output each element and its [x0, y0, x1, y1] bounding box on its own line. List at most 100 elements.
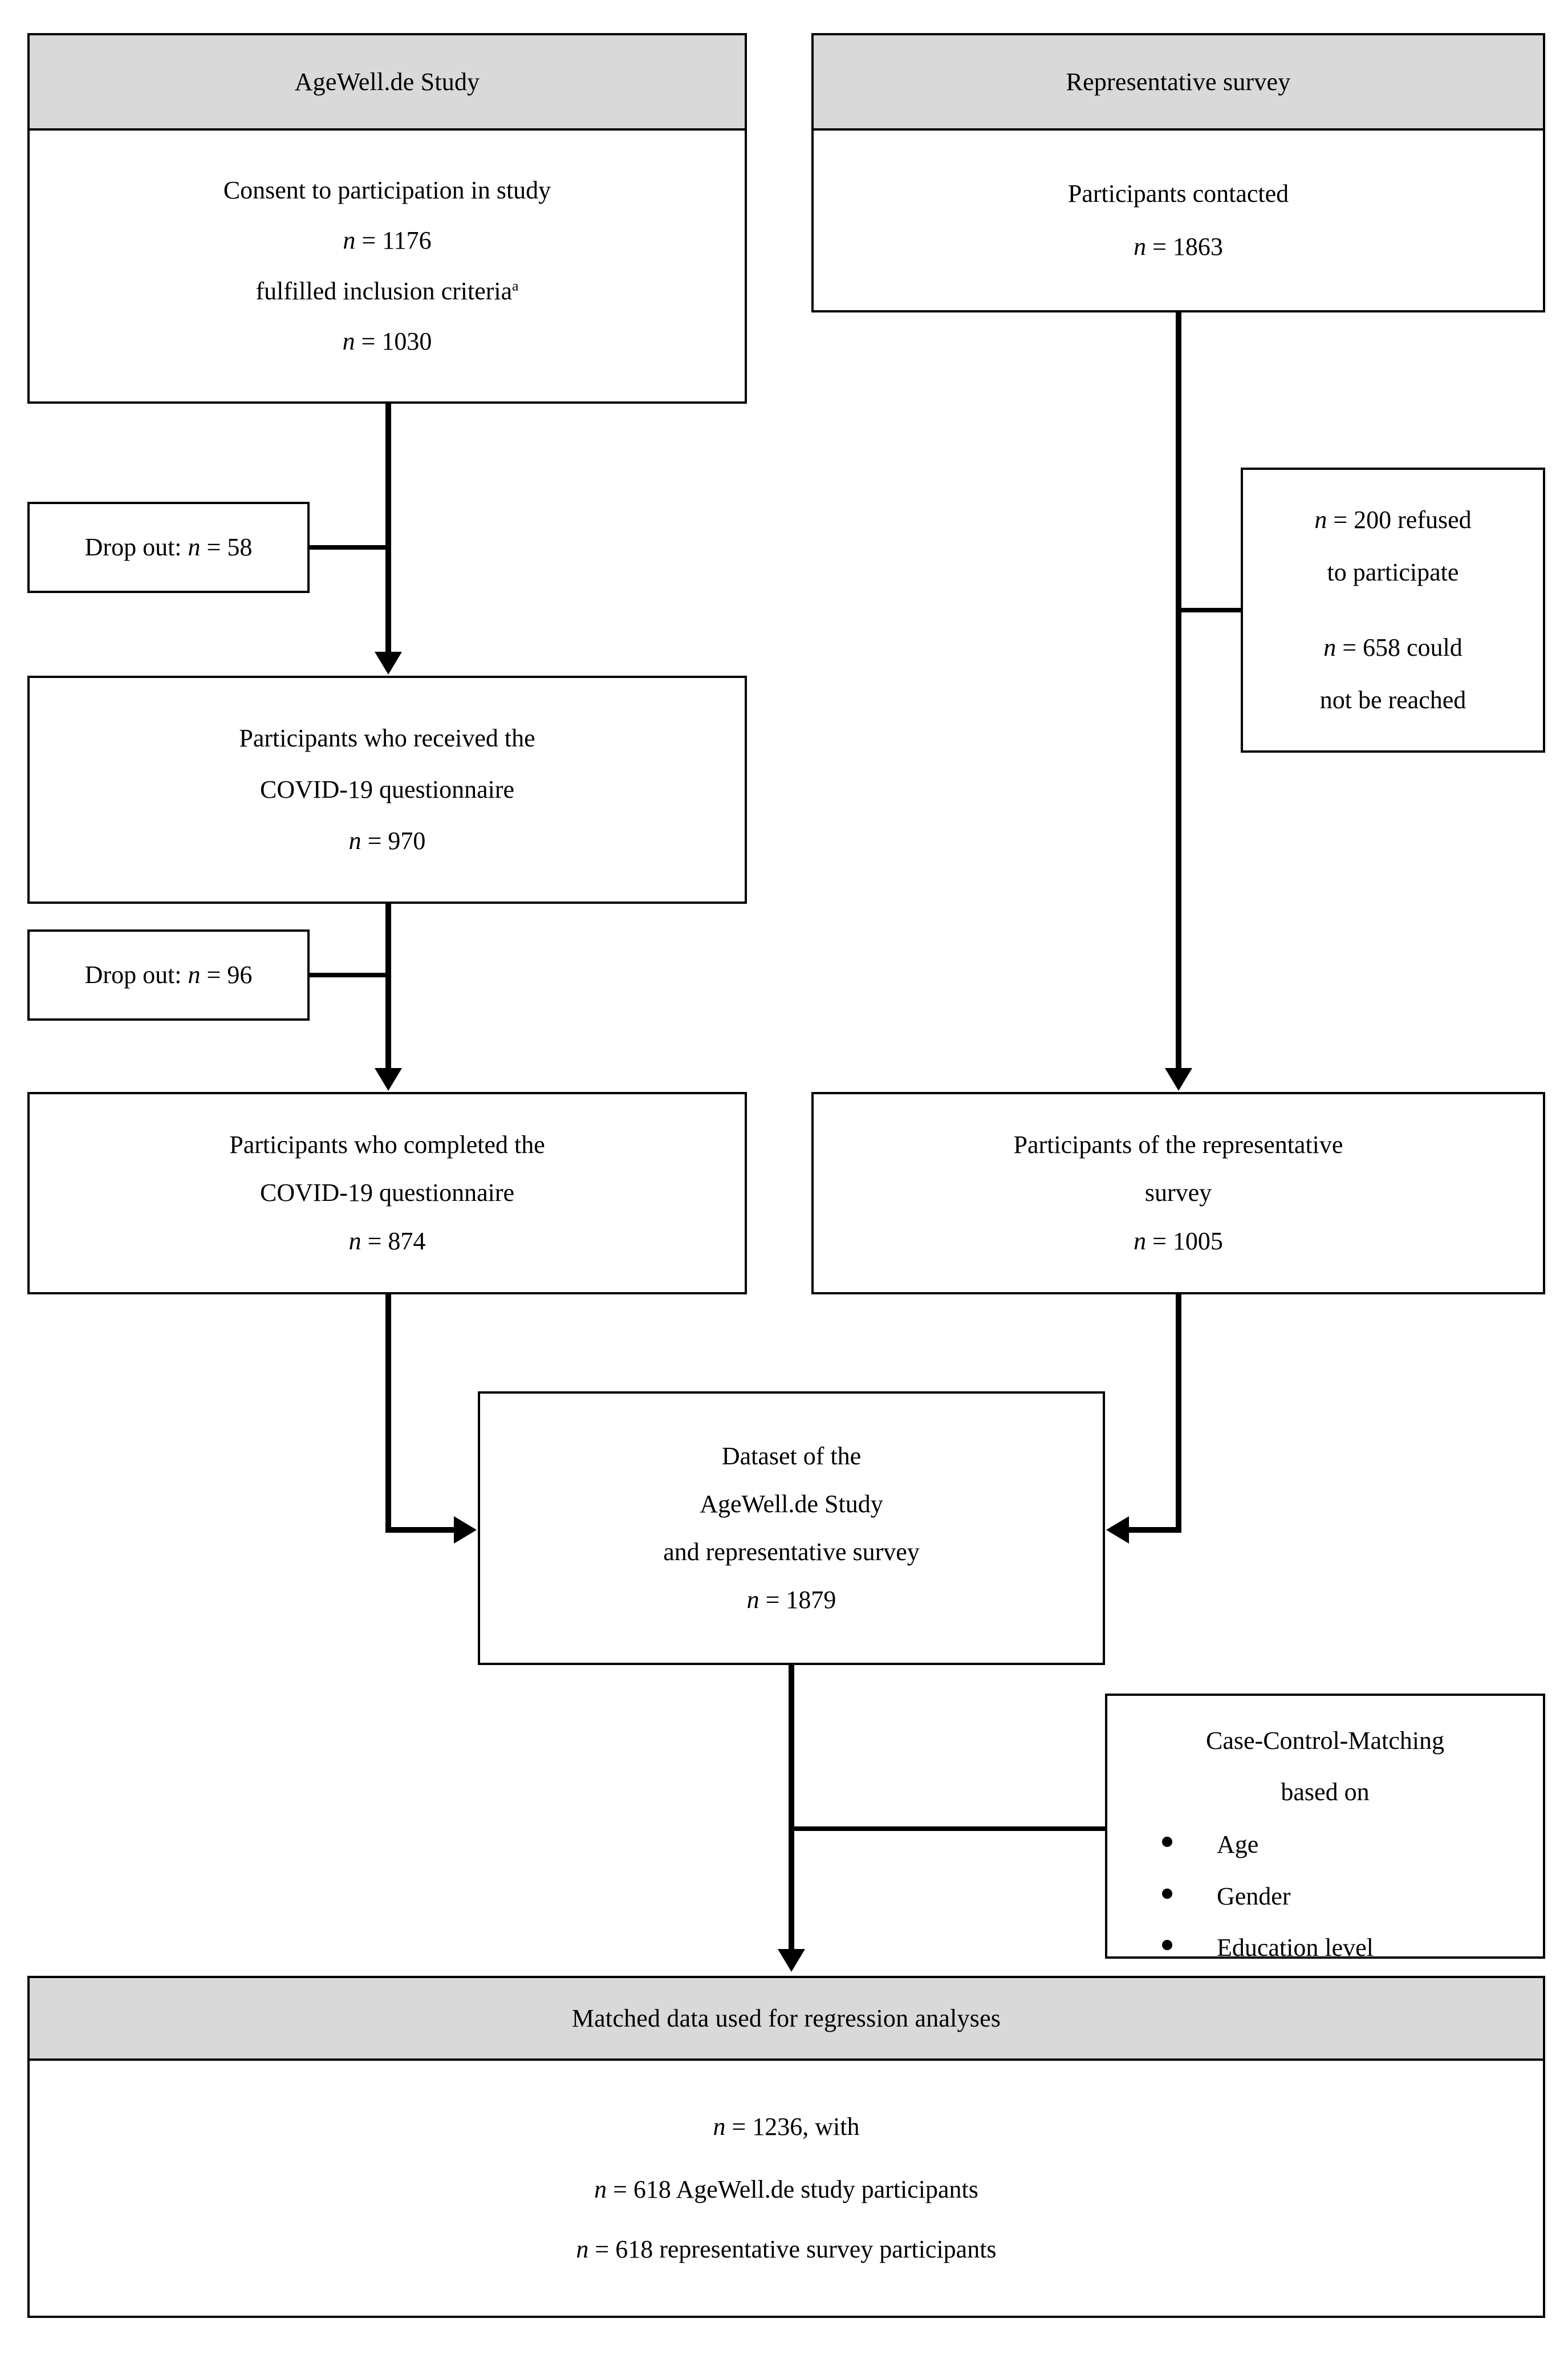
- repparts-n-symbol: n: [1134, 1227, 1147, 1255]
- node-representative-survey: Representative survey Participants conta…: [811, 33, 1545, 312]
- node-dataset: Dataset of the AgeWell.de Study and repr…: [478, 1391, 1105, 1665]
- node-dropout-58-body: Drop out: n = 58: [30, 504, 307, 591]
- list-item-education-level: Education level: [1107, 1933, 1543, 1962]
- dropout2-line: Drop out: n = 96: [30, 960, 307, 989]
- node-case-control-matching: Case-Control-Matching based on Age Gende…: [1105, 1694, 1545, 1961]
- node-matched-data-body: n = 1236, with n = 618 AgeWell.de study …: [30, 2061, 1543, 2316]
- completed-line1: Participants who completed the: [229, 1131, 545, 1159]
- dropout1-line: Drop out: n = 58: [30, 534, 307, 561]
- node-matched-data: Matched data used for regression analyse…: [27, 1976, 1545, 2318]
- agewell-n-symbol-1: n: [343, 226, 356, 255]
- matching-subtitle: based on: [1281, 1778, 1370, 1806]
- matched-n-symbol-3: n: [576, 2235, 589, 2263]
- node-dropout-96: Drop out: n = 96: [27, 929, 310, 1021]
- dropout1-value: = 58: [200, 533, 253, 561]
- agewell-n-symbol-2: n: [342, 327, 355, 355]
- dropout2-n-symbol: n: [188, 960, 201, 989]
- connector-dropout2-stub: [310, 973, 391, 977]
- matching-criteria-list: Age Gender Education level: [1107, 1832, 1543, 1961]
- repsurvey-line-n1863: n = 1863: [814, 232, 1543, 261]
- repsurvey-n-symbol: n: [1134, 232, 1147, 261]
- matched-n-symbol-1: n: [713, 2113, 726, 2141]
- repsurvey-line-contacted: Participants contacted: [1067, 180, 1289, 208]
- node-received-questionnaire-body: Participants who received the COVID-19 q…: [30, 678, 745, 902]
- agewell-line-consent: Consent to participation in study: [223, 176, 551, 205]
- list-item-age: Age: [1107, 1832, 1543, 1858]
- node-representative-survey-body: Participants contacted n = 1863: [814, 131, 1543, 310]
- repparts-line-n1005: n = 1005: [814, 1228, 1543, 1254]
- node-non-responders: n = 200 refused to participate n = 658 c…: [1241, 468, 1545, 753]
- arrowhead-repparts: [1165, 1068, 1192, 1091]
- arrowhead-received: [375, 652, 402, 675]
- matched-n-value-2: = 618 AgeWell.de study participants: [607, 2175, 978, 2204]
- node-representative-participants-body: Participants of the representative surve…: [814, 1094, 1543, 1292]
- connector-matching-stub: [789, 1826, 1106, 1831]
- agewell-line-criteria: fulfilled inclusion criteriaa: [30, 278, 745, 304]
- bullet-dot-icon: [1162, 1837, 1172, 1848]
- node-dataset-body: Dataset of the AgeWell.de Study and repr…: [480, 1394, 1103, 1663]
- connector-nonresponder-stub: [1176, 608, 1245, 612]
- connector-agewell-to-received: [385, 404, 391, 653]
- node-representative-survey-header: Representative survey: [814, 35, 1543, 131]
- dataset-line2: AgeWell.de Study: [700, 1489, 883, 1518]
- matched-n-value-1: = 1236, with: [725, 2113, 860, 2141]
- node-non-responders-body: n = 200 refused to participate n = 658 c…: [1243, 470, 1543, 750]
- nonresp-line-refused: n = 200 refused: [1243, 505, 1543, 534]
- node-completed-questionnaire-body: Participants who completed the COVID-19 …: [30, 1094, 745, 1292]
- completed-n-value: = 874: [361, 1227, 426, 1255]
- dataset-line3: and representative survey: [663, 1538, 920, 1566]
- dataset-n-value: = 1879: [759, 1586, 836, 1614]
- matching-criterion-label: Gender: [1217, 1882, 1291, 1910]
- received-n-symbol: n: [348, 827, 361, 855]
- dropout2-label: Drop out:: [84, 960, 188, 989]
- bullet-dot-icon: [1162, 1888, 1172, 1899]
- matched-line-agewell: n = 618 AgeWell.de study participants: [30, 2177, 1543, 2203]
- matched-line-total: n = 1236, with: [30, 2114, 1543, 2140]
- nonresp-line-couldnot: n = 658 could: [1243, 634, 1543, 661]
- connector-repparts-to-dataset-horizontal: [1128, 1527, 1181, 1533]
- matched-n-symbol-2: n: [594, 2175, 607, 2204]
- node-case-control-matching-body: Case-Control-Matching based on Age Gende…: [1107, 1696, 1543, 1961]
- repparts-line1: Participants of the representative: [1013, 1131, 1343, 1159]
- node-matched-data-header: Matched data used for regression analyse…: [30, 1978, 1543, 2061]
- matching-criterion-label: Education level: [1217, 1933, 1374, 1962]
- agewell-n-value-2: = 1030: [355, 327, 432, 355]
- agewell-n-value-1: = 1176: [355, 226, 432, 255]
- node-received-questionnaire: Participants who received the COVID-19 q…: [27, 676, 747, 904]
- node-agewell-study-header: AgeWell.de Study: [30, 35, 745, 131]
- received-n-value: = 970: [361, 827, 426, 855]
- dropout2-value: = 96: [200, 960, 253, 989]
- agewell-line-n1176: n = 1176: [30, 228, 745, 254]
- connector-completed-to-dataset-horizontal: [385, 1527, 455, 1533]
- nonresp-n-symbol-2: n: [1323, 634, 1337, 661]
- dataset-n-symbol: n: [746, 1586, 759, 1614]
- repsurvey-n-value: = 1863: [1146, 232, 1223, 261]
- received-line1: Participants who received the: [239, 724, 535, 752]
- arrowhead-dataset-left: [454, 1516, 477, 1544]
- completed-n-symbol: n: [348, 1227, 361, 1255]
- arrowhead-dataset-right: [1106, 1516, 1129, 1544]
- dataset-line-n1879: n = 1879: [480, 1587, 1103, 1613]
- repparts-n-value: = 1005: [1146, 1227, 1223, 1255]
- connector-repsurvey-to-repparts: [1176, 312, 1181, 1069]
- connector-dataset-to-matched: [789, 1665, 794, 1950]
- dropout1-n-symbol: n: [188, 533, 201, 561]
- node-completed-questionnaire: Participants who completed the COVID-19 …: [27, 1092, 747, 1294]
- dataset-line1: Dataset of the: [721, 1442, 862, 1470]
- connector-repparts-to-dataset-vertical: [1176, 1294, 1181, 1532]
- received-line2: COVID-19 questionnaire: [259, 775, 514, 803]
- arrowhead-matched: [778, 1949, 805, 1972]
- completed-line2: COVID-19 questionnaire: [259, 1179, 514, 1207]
- node-dropout-96-body: Drop out: n = 96: [30, 932, 307, 1018]
- nonresp-line-participate: to participate: [1327, 558, 1459, 586]
- repparts-line2: survey: [1144, 1179, 1212, 1207]
- matching-criterion-label: Age: [1217, 1830, 1259, 1859]
- list-item-gender: Gender: [1107, 1883, 1543, 1910]
- agewell-criteria-text: fulfilled inclusion criteria: [255, 277, 513, 305]
- nonresp-n-symbol-1: n: [1314, 505, 1327, 534]
- dropout1-label: Drop out:: [84, 533, 188, 561]
- node-agewell-study-body: Consent to participation in study n = 11…: [30, 131, 745, 401]
- node-agewell-study: AgeWell.de Study Consent to participatio…: [27, 33, 747, 404]
- arrowhead-completed: [375, 1068, 402, 1091]
